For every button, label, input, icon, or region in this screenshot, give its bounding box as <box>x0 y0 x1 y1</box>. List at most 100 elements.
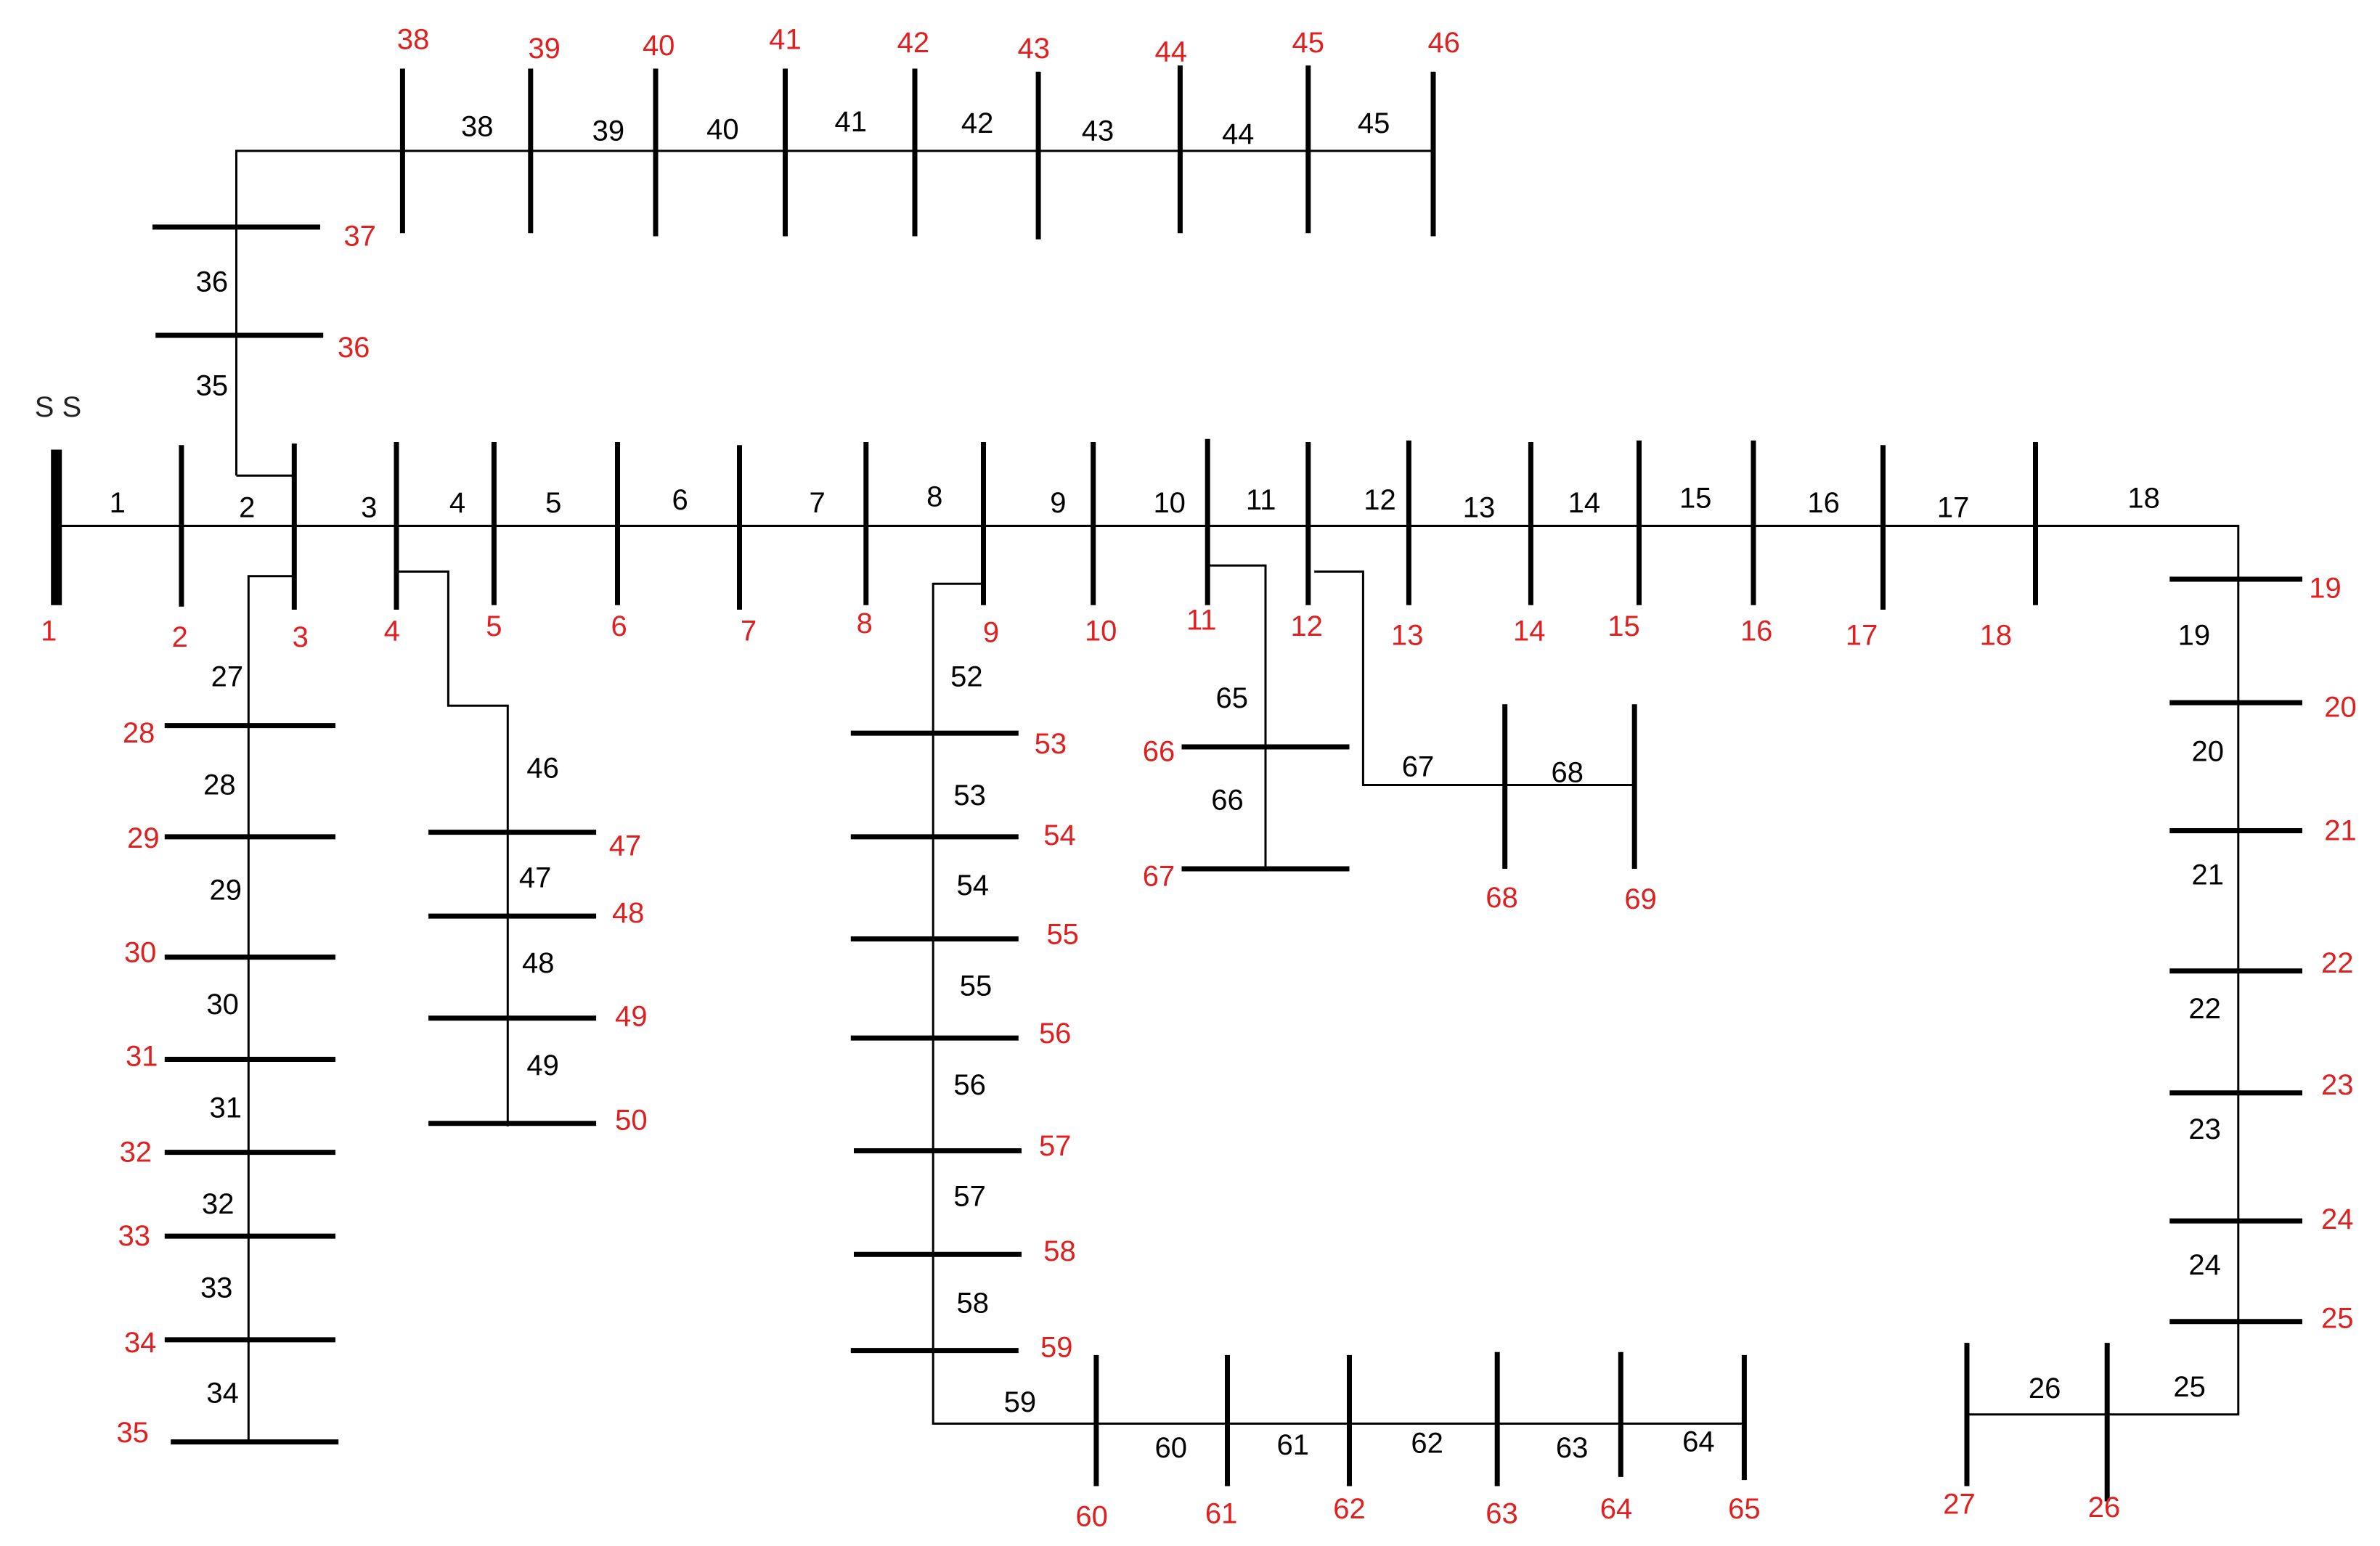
line-label: 3 <box>361 491 377 523</box>
line-label: 53 <box>953 780 986 811</box>
bus-label: 54 <box>1043 819 1076 851</box>
line-label: 19 <box>2178 620 2211 652</box>
line-label: 39 <box>592 115 625 147</box>
line-label: 59 <box>1004 1386 1037 1418</box>
bus-label: 2 <box>172 621 188 653</box>
line-label: 17 <box>1937 491 1970 523</box>
line-label: 31 <box>210 1092 243 1124</box>
bus-label: 36 <box>338 332 370 364</box>
bus-label: 6 <box>611 610 627 642</box>
line-label: 8 <box>926 481 942 513</box>
line-label: 30 <box>206 989 239 1021</box>
line-label: 55 <box>960 970 993 1002</box>
line-label: 10 <box>1153 487 1186 519</box>
bus-label: 47 <box>609 830 642 862</box>
bus-label: 23 <box>2321 1069 2354 1101</box>
line-label: 33 <box>200 1272 233 1304</box>
line-label: 15 <box>1679 483 1712 515</box>
bus-label: 25 <box>2321 1303 2354 1335</box>
line-label: 9 <box>1050 487 1066 519</box>
line-label: 56 <box>953 1069 986 1101</box>
feeder-line-segment <box>932 582 1745 1425</box>
bus-label: 41 <box>769 24 802 56</box>
line-label: 28 <box>203 769 236 801</box>
bus-label: 14 <box>1513 615 1546 647</box>
line-label: 44 <box>1222 118 1255 150</box>
bus-label: 46 <box>1427 27 1460 59</box>
line-label: 7 <box>809 487 825 519</box>
bus-label: 29 <box>127 822 160 854</box>
line-label: 57 <box>953 1181 986 1213</box>
bus-label: 63 <box>1486 1497 1518 1529</box>
bus-label: 19 <box>2309 573 2342 605</box>
line-label: 38 <box>461 110 494 142</box>
bus-label: 56 <box>1039 1018 1072 1050</box>
line-label: 18 <box>2127 483 2160 515</box>
line-label: 41 <box>835 106 868 138</box>
bus-label: 59 <box>1040 1331 1073 1363</box>
feeder-line-segment <box>247 575 295 1442</box>
bus-label: 30 <box>124 937 157 969</box>
bus-label: 45 <box>1292 27 1325 59</box>
bus-label: 38 <box>397 24 430 56</box>
line-label: 48 <box>522 947 555 979</box>
line-label: 47 <box>519 862 552 894</box>
line-label: 61 <box>1277 1429 1310 1461</box>
line-label: 40 <box>706 114 739 146</box>
line-label: 65 <box>1216 682 1249 714</box>
bus-label: 10 <box>1085 615 1117 647</box>
line-label: 67 <box>1402 750 1435 782</box>
line-label: 22 <box>2188 993 2221 1025</box>
bus-label: 67 <box>1143 861 1175 893</box>
bus-label: 28 <box>123 717 155 749</box>
line-label: 24 <box>2188 1249 2221 1281</box>
bus-label: 55 <box>1046 918 1079 950</box>
line-label: 32 <box>202 1188 235 1220</box>
bus-label: 34 <box>124 1327 157 1359</box>
bus-label: 18 <box>1980 620 2013 652</box>
line-label: 6 <box>672 484 688 516</box>
bus-label: 9 <box>983 617 999 649</box>
line-label: 23 <box>2188 1113 2221 1145</box>
substation-label: S S <box>35 391 81 423</box>
bus-label: 68 <box>1486 882 1518 914</box>
line-label: 26 <box>2029 1373 2061 1404</box>
bus-label: 49 <box>615 1001 648 1033</box>
bus-label: 43 <box>1018 33 1051 65</box>
bus-label: 33 <box>118 1220 151 1252</box>
line-label: 20 <box>2192 735 2225 767</box>
bus-bars <box>51 65 2302 1502</box>
bus-label: 20 <box>2324 691 2357 723</box>
line-label: 13 <box>1463 491 1496 523</box>
bus-label: 3 <box>293 621 309 653</box>
bus-label: 24 <box>2321 1203 2354 1235</box>
line-label: 11 <box>1246 484 1276 516</box>
feeder-line-segment <box>1314 570 1635 786</box>
bus-label: 31 <box>126 1040 158 1072</box>
bus-label: 17 <box>1846 620 1878 652</box>
bus-label: 61 <box>1205 1497 1238 1529</box>
bus-label: 27 <box>1943 1489 1976 1521</box>
bus-label: 44 <box>1155 36 1188 68</box>
line-label: 35 <box>196 369 229 401</box>
line-label: 2 <box>239 491 255 523</box>
line-label: 64 <box>1682 1426 1715 1458</box>
feeder-line-segment <box>396 570 509 1126</box>
line-label: 68 <box>1552 757 1584 789</box>
bus-label: 58 <box>1043 1235 1076 1267</box>
line-label: 1 <box>110 487 126 519</box>
line-label: 49 <box>526 1050 559 1081</box>
line-label: 4 <box>449 487 465 519</box>
line-label: 60 <box>1155 1432 1188 1464</box>
line-label: 12 <box>1364 484 1396 516</box>
bus-label: 1 <box>41 615 57 647</box>
bus-label: 48 <box>612 897 645 929</box>
line-label: 29 <box>210 874 243 906</box>
line-label: 21 <box>2192 859 2225 891</box>
line-label: 45 <box>1358 107 1390 139</box>
line-label: 25 <box>2173 1371 2206 1403</box>
bus-label: 37 <box>343 221 376 253</box>
bus-label: 39 <box>528 33 561 65</box>
